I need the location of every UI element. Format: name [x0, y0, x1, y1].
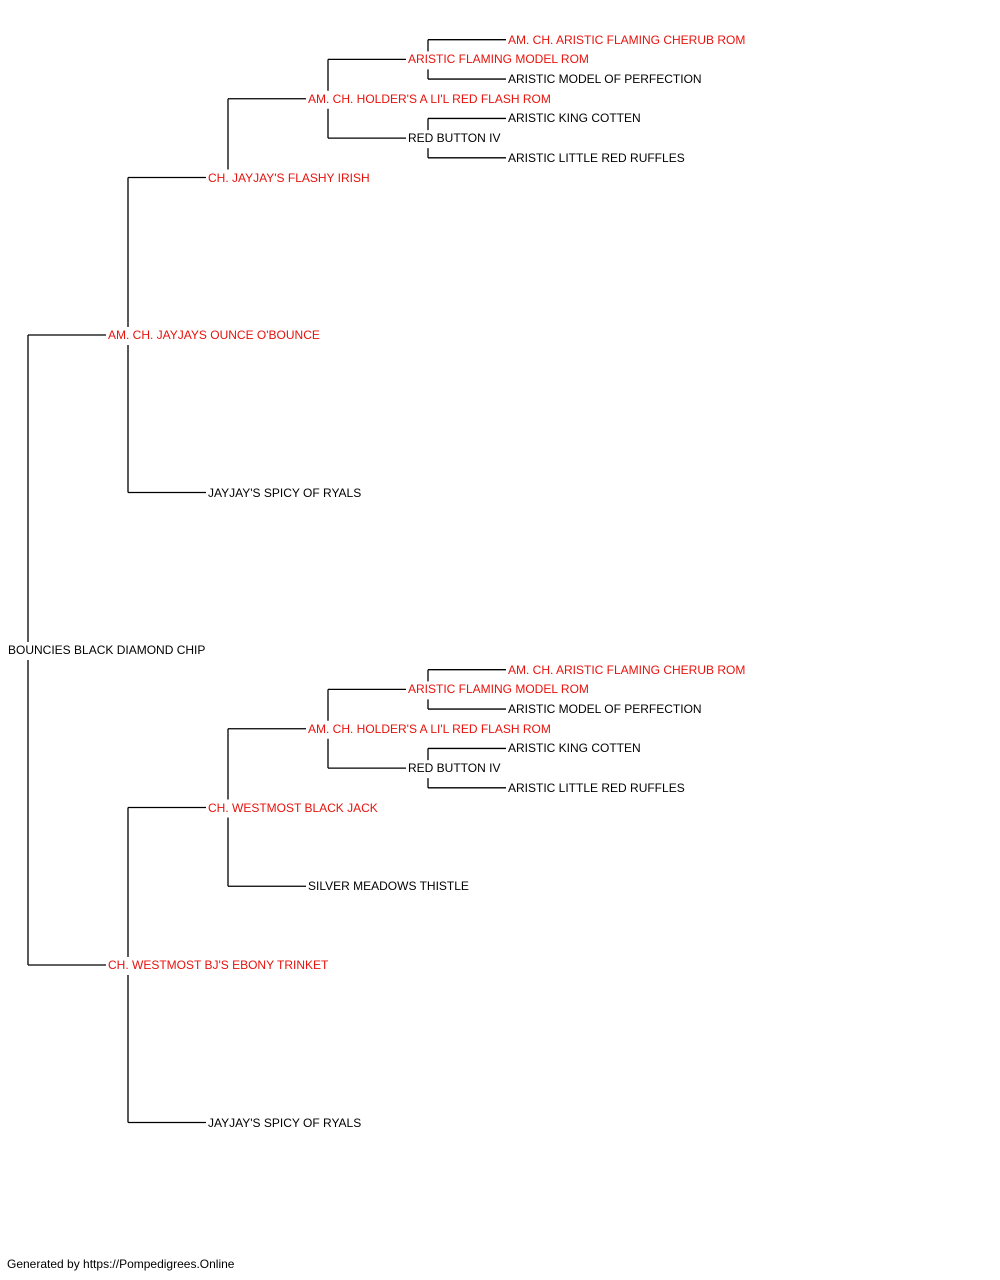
pedigree-entry-dam-dam: JAYJAY'S SPICY OF RYALS: [207, 1115, 363, 1130]
pedigree-entry-dam-sire-sire-dam-dam: ARISTIC LITTLE RED RUFFLES: [507, 780, 686, 795]
pedigree-entry-dam-sire-sire-dam-sire: ARISTIC KING COTTEN: [507, 741, 642, 756]
pedigree-entry-sire-sire-sire-dam: RED BUTTON IV: [407, 131, 502, 146]
pedigree-entry-sire-sire-sire-dam-dam: ARISTIC LITTLE RED RUFFLES: [507, 150, 686, 165]
pedigree-entry-subject: BOUNCIES BLACK DIAMOND CHIP: [7, 643, 207, 657]
pedigree-entry-dam-sire-sire-sire-dam: ARISTIC MODEL OF PERFECTION: [507, 702, 703, 717]
pedigree-entry-sire-sire: CH. JAYJAY'S FLASHY IRISH: [207, 170, 371, 185]
pedigree-entry-dam-sire-sire: AM. CH. HOLDER'S A LI'L RED FLASH ROM: [307, 721, 552, 736]
pedigree-entry-dam-sire-sire-dam: RED BUTTON IV: [407, 761, 502, 776]
generated-by-footer: Generated by https://Pompedigrees.Online: [7, 1257, 235, 1271]
pedigree-entry-dam-sire: CH. WESTMOST BLACK JACK: [207, 800, 379, 815]
pedigree-entry-sire: AM. CH. JAYJAYS OUNCE O'BOUNCE: [107, 328, 321, 342]
pedigree-entry-sire-dam: JAYJAY'S SPICY OF RYALS: [207, 485, 363, 500]
pedigree-entry-dam: CH. WESTMOST BJ'S EBONY TRINKET: [107, 958, 330, 972]
pedigree-entry-sire-sire-sire: AM. CH. HOLDER'S A LI'L RED FLASH ROM: [307, 91, 552, 106]
pedigree-entry-sire-sire-sire-sire-sire: AM. CH. ARISTIC FLAMING CHERUB ROM: [507, 32, 747, 47]
pedigree-entry-dam-sire-dam: SILVER MEADOWS THISTLE: [307, 879, 470, 894]
pedigree-entry-sire-sire-sire-dam-sire: ARISTIC KING COTTEN: [507, 111, 642, 126]
pedigree-entry-sire-sire-sire-sire-dam: ARISTIC MODEL OF PERFECTION: [507, 72, 703, 87]
pedigree-entry-sire-sire-sire-sire: ARISTIC FLAMING MODEL ROM: [407, 52, 590, 67]
pedigree-entry-dam-sire-sire-sire: ARISTIC FLAMING MODEL ROM: [407, 682, 590, 697]
pedigree-entry-dam-sire-sire-sire-sire: AM. CH. ARISTIC FLAMING CHERUB ROM: [507, 662, 747, 677]
